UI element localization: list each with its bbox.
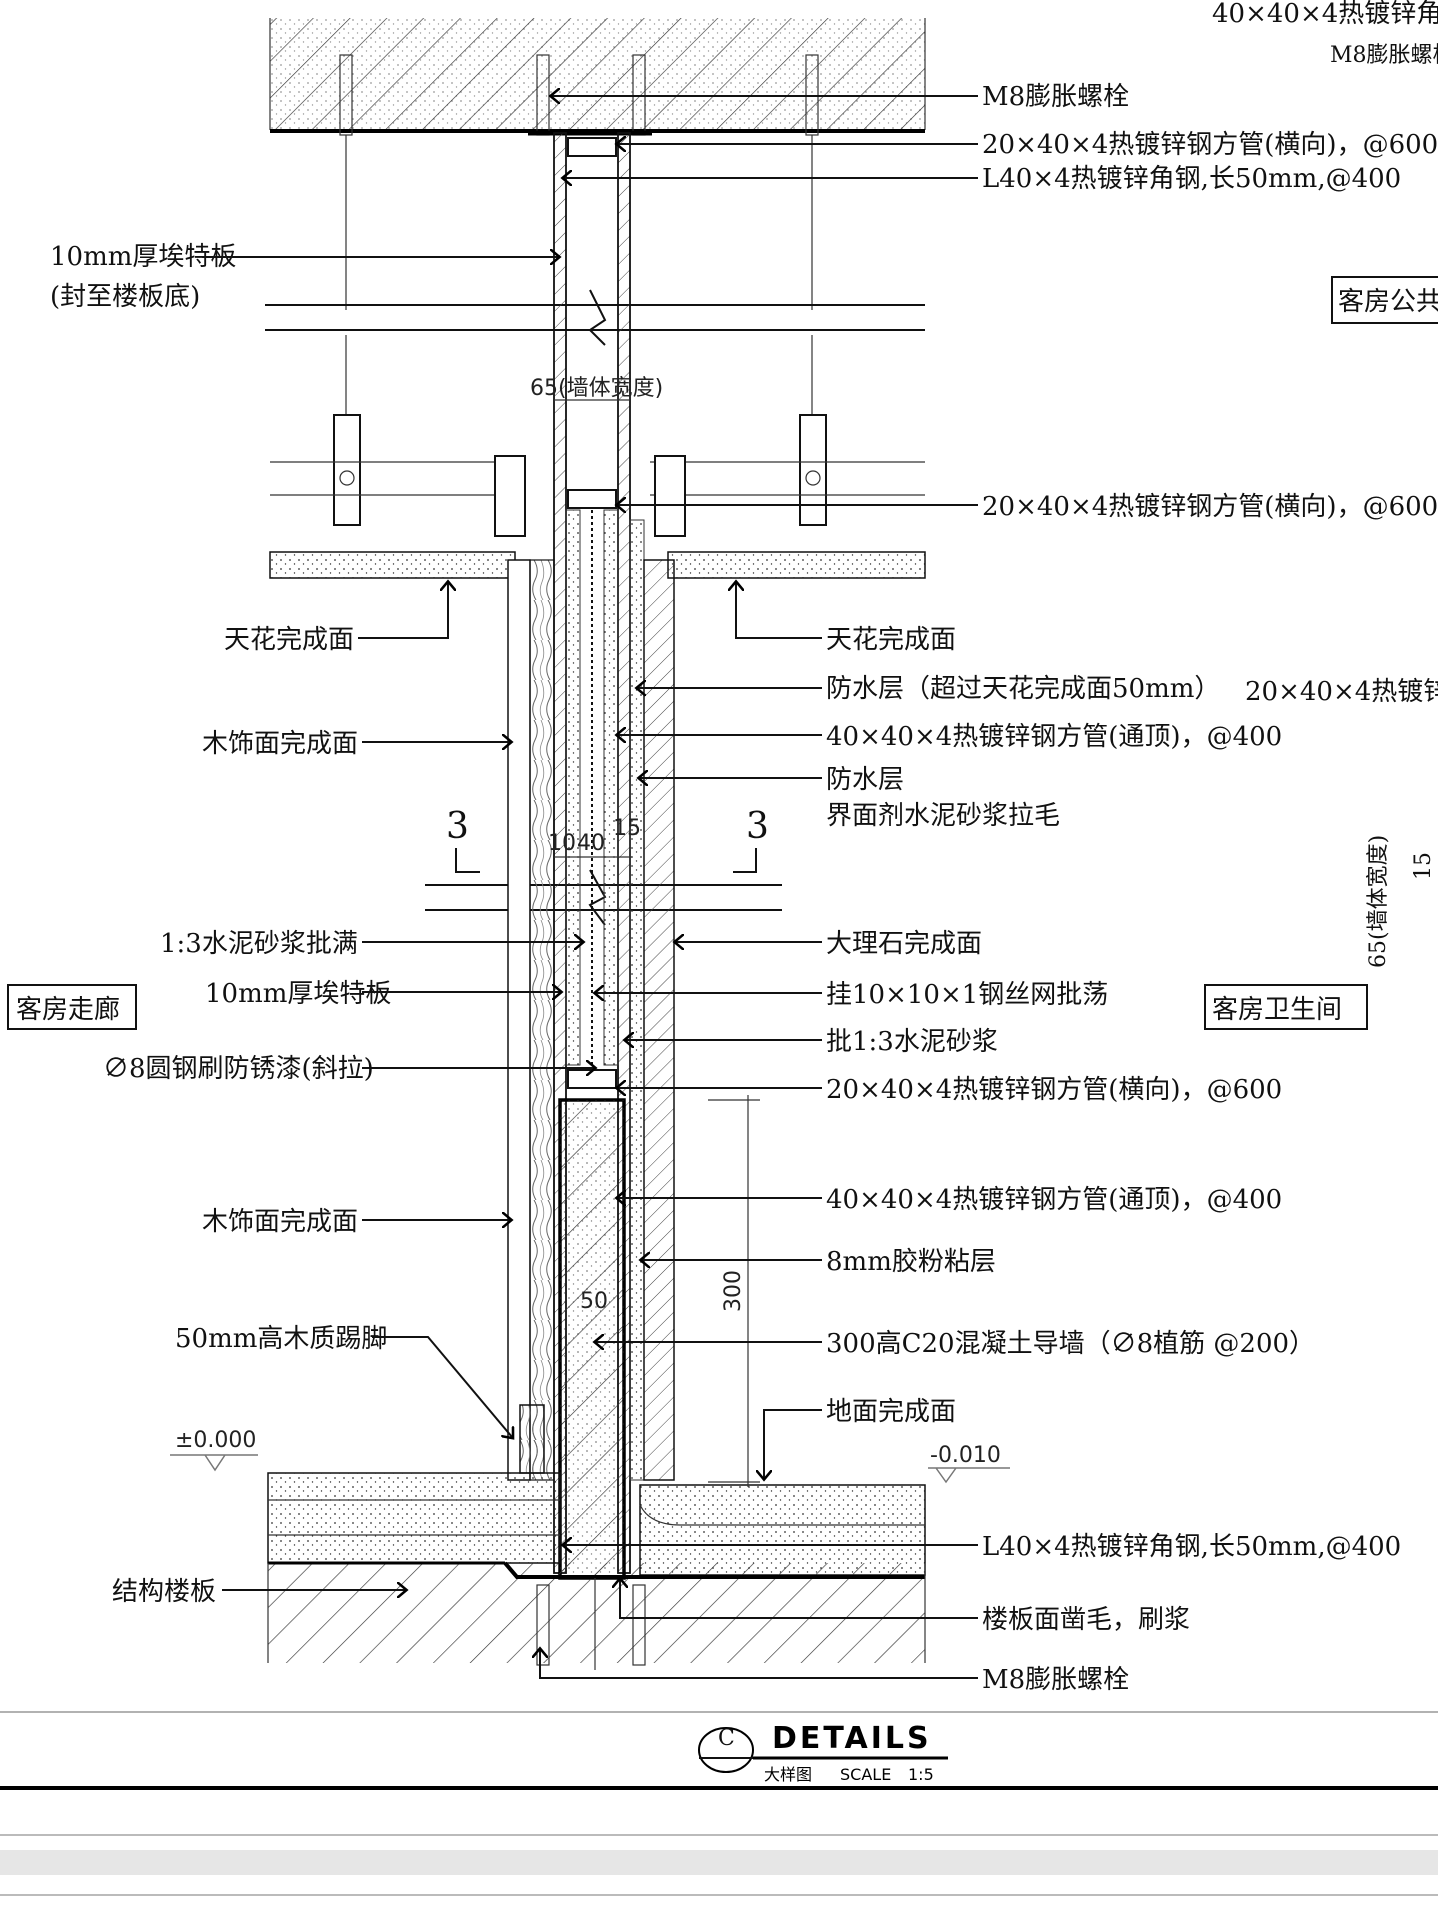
wall-width-dim: 65(墙体宽度) 10 40 15 50 xyxy=(530,376,663,1314)
floor-slab xyxy=(267,1472,926,1670)
label-left-2: (封至楼板底) xyxy=(50,282,200,312)
section-mark-left: 3 xyxy=(446,806,469,847)
label-right-10: 大理石完成面 xyxy=(826,929,982,959)
label-left-10: 结构楼板 xyxy=(112,1577,216,1607)
label-right-7: 40×40×4热镀锌钢方管(通顶)，@400 xyxy=(826,722,1282,752)
label-right-16: 300高C20混凝土导墙（∅8植筋 @200） xyxy=(826,1329,1315,1359)
room-left: 客房走廊 xyxy=(16,995,120,1025)
right-labels: M8膨胀螺栓 20×40×4热镀锌钢方管(横向)，@600 L40×4热镀锌角钢… xyxy=(540,82,1438,1695)
level-marks: ±0.000 -0.010 xyxy=(170,1428,1010,1484)
label-left-9: 50mm高木质踢脚 xyxy=(175,1324,387,1354)
label-right-15: 8mm胶粉粘层 xyxy=(826,1247,996,1277)
level-right: -0.010 xyxy=(930,1443,1001,1468)
dim-300: 300 xyxy=(721,1270,746,1312)
title-scale-value: 1:5 xyxy=(908,1765,934,1784)
label-left-6: 10mm厚埃特板 xyxy=(205,979,391,1009)
label-right-20: M8膨胀螺栓 xyxy=(982,1665,1129,1695)
label-right-1: M8膨胀螺栓 xyxy=(982,82,1129,112)
title-main: DETAILS xyxy=(772,1721,932,1756)
title-scale-label: SCALE xyxy=(840,1765,891,1784)
section-mark-right: 3 xyxy=(746,806,769,847)
section-marks: 3 3 xyxy=(446,806,769,873)
title-sub: 大样图 xyxy=(764,1765,812,1784)
label-right-4: 20×40×4热镀锌钢方管(横向)，@600 xyxy=(982,492,1438,522)
label-left-5: 1:3水泥砂浆批满 xyxy=(160,929,358,959)
hanger-rods xyxy=(270,135,925,537)
label-right-2: 20×40×4热镀锌钢方管(横向)，@600 xyxy=(982,130,1438,160)
partial-top-2: M8膨胀螺栓 xyxy=(1330,43,1438,68)
dimension-300: 300 xyxy=(708,1095,760,1487)
label-right-6: 防水层（超过天花完成面50mm） xyxy=(826,674,1220,704)
dim-40: 40 xyxy=(577,831,605,856)
room-right: 客房卫生间 xyxy=(1212,995,1342,1025)
dim-50: 50 xyxy=(580,1289,608,1314)
label-right-8: 防水层 xyxy=(826,765,904,795)
partition-wall xyxy=(507,132,675,1580)
label-left-7: ∅8圆钢刷防锈漆(斜拉) xyxy=(103,1054,374,1084)
side-dim-15: 15 xyxy=(1411,852,1436,880)
dim-10: 10 xyxy=(548,831,576,856)
ceiling-finish xyxy=(269,551,926,579)
label-right-5: 天花完成面 xyxy=(826,625,956,655)
label-right-18: L40×4热镀锌角钢,长50mm,@400 xyxy=(982,1532,1401,1562)
partial-right: 20×40×4热镀锌 xyxy=(1245,677,1438,707)
label-right-14: 40×40×4热镀锌钢方管(通顶)，@400 xyxy=(826,1185,1282,1215)
room-tags: 客房走廊 客房卫生间 客房公共 xyxy=(7,276,1438,1030)
side-dimension: 65(墙体宽度) 15 xyxy=(1366,835,1436,968)
label-right-13: 20×40×4热镀锌钢方管(横向)，@600 xyxy=(826,1075,1282,1105)
label-right-11: 挂10×10×1钢丝网批荡 xyxy=(826,980,1108,1010)
label-right-12: 批1:3水泥砂浆 xyxy=(826,1027,998,1057)
label-right-19: 楼板面凿毛，刷浆 xyxy=(982,1605,1190,1635)
dim-wall-width: 65(墙体宽度) xyxy=(530,376,663,401)
partial-top-1: 40×40×4热镀锌角钢 xyxy=(1212,0,1438,29)
dim-15: 15 xyxy=(613,816,641,841)
label-right-9: 界面剂水泥砂浆拉毛 xyxy=(826,801,1060,831)
label-left-3: 天花完成面 xyxy=(224,625,354,655)
ceiling-slab xyxy=(269,18,926,136)
room-top-right: 客房公共 xyxy=(1338,287,1438,317)
label-right-17: 地面完成面 xyxy=(826,1397,956,1427)
label-left-8: 木饰面完成面 xyxy=(202,1207,358,1237)
label-right-3: L40×4热镀锌角钢,长50mm,@400 xyxy=(982,164,1401,194)
label-left-4: 木饰面完成面 xyxy=(202,729,358,759)
level-left: ±0.000 xyxy=(175,1428,256,1453)
side-dim-wall: 65(墙体宽度) xyxy=(1366,835,1391,968)
title-block: C DETAILS 大样图 SCALE 1:5 xyxy=(0,1711,1438,1896)
title-letter: C xyxy=(718,1726,735,1751)
left-labels: 10mm厚埃特板 (封至楼板底) 天花完成面 木饰面完成面 1:3水泥砂浆批满 … xyxy=(50,242,594,1607)
